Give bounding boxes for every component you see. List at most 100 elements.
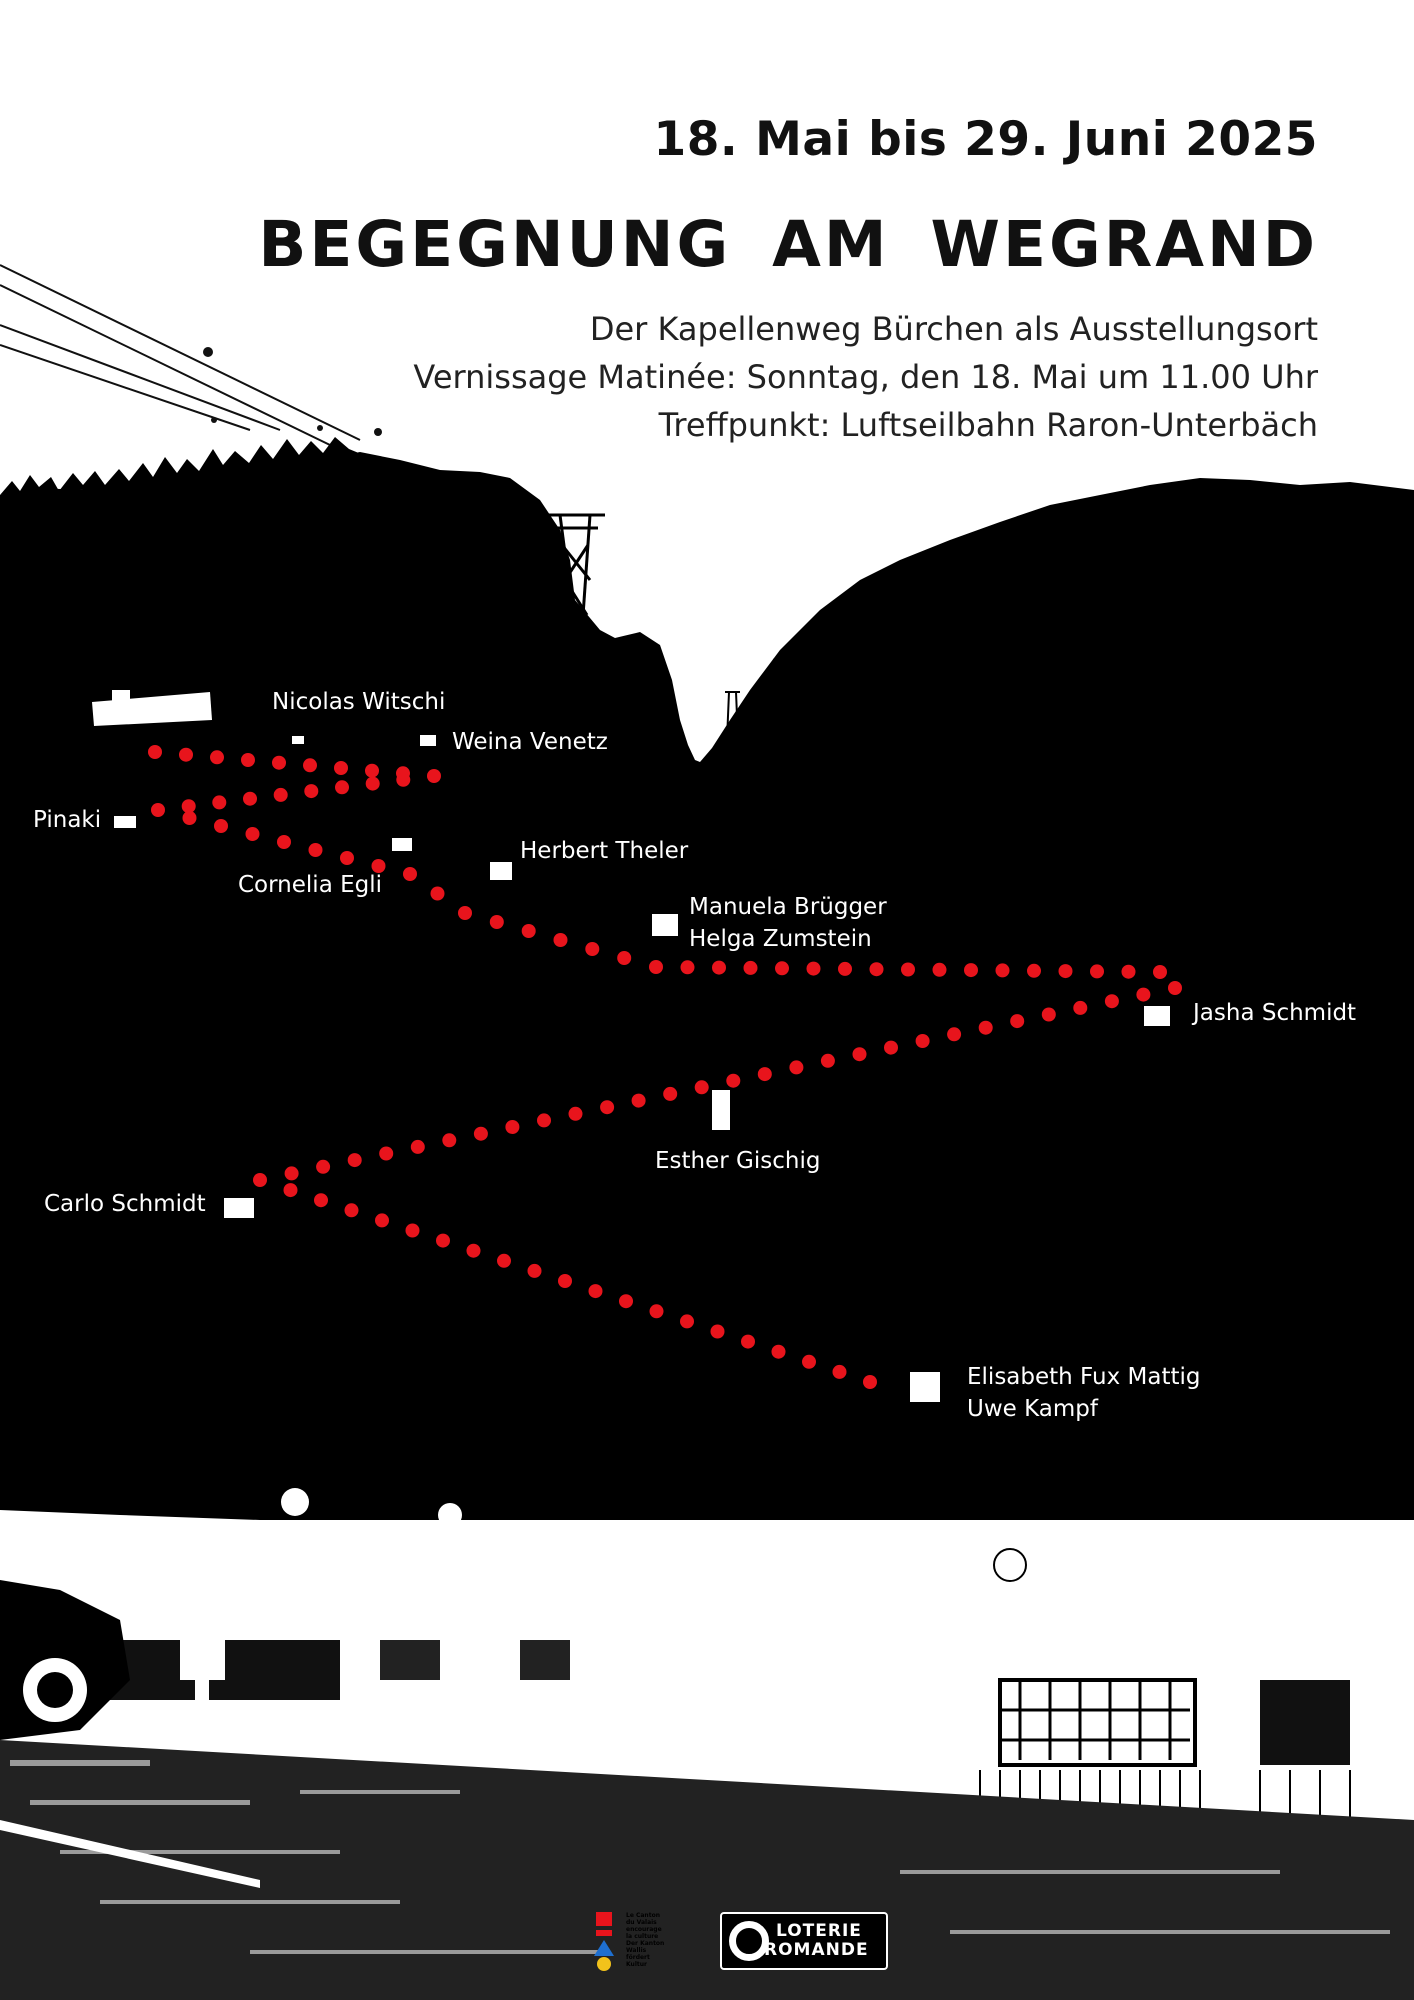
trail-dot xyxy=(869,962,884,977)
trail-path xyxy=(148,745,1182,1389)
trail-dot xyxy=(179,747,193,762)
trail-dot xyxy=(182,811,197,825)
chapel-markers xyxy=(92,690,1170,1402)
trail-dot xyxy=(316,1159,331,1174)
tree-ridge xyxy=(0,437,1414,720)
trail-dot xyxy=(489,915,504,929)
trail-dot xyxy=(775,961,789,976)
trail-dot xyxy=(710,1324,725,1339)
trail-dot xyxy=(212,795,227,810)
artist-label: Manuela Brügger xyxy=(689,894,887,920)
trail-dot xyxy=(375,1213,389,1228)
hill-silhouette xyxy=(0,452,1414,1520)
trail-dot xyxy=(802,1354,816,1369)
trail-dot xyxy=(308,843,323,857)
village-foreground xyxy=(0,1488,1414,2000)
artist-label: Cornelia Egli xyxy=(238,872,383,898)
trail-dot xyxy=(995,963,1010,978)
artist-label: Pinaki xyxy=(33,807,102,833)
trail-dot xyxy=(466,1243,481,1258)
trail-dot xyxy=(553,933,568,947)
trail-dot xyxy=(568,1106,583,1121)
trail-dot xyxy=(314,1193,328,1208)
artist-label: Jasha Schmidt xyxy=(1193,1000,1357,1026)
trail-dot xyxy=(588,1284,603,1299)
trail-dot xyxy=(214,819,228,833)
trail-dot xyxy=(619,1294,633,1309)
trail-dot xyxy=(458,906,472,920)
canton-emblem-icon xyxy=(594,1912,614,1971)
trail-dot xyxy=(694,1080,709,1095)
trail-dot xyxy=(403,867,417,881)
trail-dot xyxy=(712,960,726,975)
trail-dot xyxy=(743,960,758,975)
trail-dot xyxy=(340,851,354,865)
trail-dot xyxy=(245,827,260,841)
trail-dot xyxy=(505,1120,520,1134)
trail-dot xyxy=(600,1100,615,1115)
trail-dot xyxy=(521,924,536,938)
trail-dot xyxy=(915,1034,930,1048)
trail-dot xyxy=(884,1040,898,1055)
trail-dot xyxy=(901,962,915,977)
trail-dot xyxy=(335,780,349,795)
trail-dot xyxy=(473,1126,488,1141)
trail-dot xyxy=(365,776,380,791)
artist-label: Uwe Kampf xyxy=(967,1396,1098,1422)
trail-dot xyxy=(820,1053,835,1068)
trail-dot xyxy=(617,951,632,965)
trail-dot xyxy=(1136,987,1151,1002)
trail-dot xyxy=(757,1067,772,1082)
cable-lines xyxy=(0,264,361,446)
trail-dot xyxy=(537,1113,551,1128)
trail-dot xyxy=(1104,994,1119,1009)
artist-label: Esther Gischig xyxy=(655,1148,821,1174)
trail-dot xyxy=(789,1060,804,1075)
trail-dot xyxy=(663,1086,678,1101)
trail-dot xyxy=(585,942,600,956)
trail-dot xyxy=(405,1223,420,1238)
trail-dot xyxy=(527,1263,542,1278)
trail-dot xyxy=(371,859,386,873)
trail-dot xyxy=(649,1304,664,1319)
trail-dot xyxy=(344,1203,359,1218)
trail-dot xyxy=(771,1344,786,1359)
trail-dot xyxy=(1041,1007,1056,1022)
trail-dot xyxy=(243,791,257,806)
trail-dot xyxy=(1090,964,1104,979)
trail-dot xyxy=(932,962,947,977)
trail-dot xyxy=(273,787,288,802)
trail-dot xyxy=(726,1073,741,1088)
trail-dot xyxy=(277,835,291,849)
trail-dot xyxy=(497,1253,511,1268)
artist-label: Nicolas Witschi xyxy=(272,689,446,715)
trail-dot xyxy=(1027,963,1041,978)
trail-dot xyxy=(1153,965,1167,979)
trail-dot xyxy=(442,1133,457,1148)
trail-dot xyxy=(1058,964,1073,979)
subtitle-location: Der Kapellenweg Bürchen als Ausstellungs… xyxy=(589,310,1318,348)
trail-dot xyxy=(396,772,411,787)
cable-car-pylon xyxy=(545,513,605,631)
artist-label: Weina Venetz xyxy=(452,729,608,755)
trail-dot xyxy=(1168,981,1182,995)
trail-dot xyxy=(284,1166,299,1181)
trail-dot xyxy=(832,1364,847,1379)
poster-title: BEGEGNUNG AM WEGRAND xyxy=(258,208,1318,281)
trail-dot xyxy=(210,750,224,765)
trail-dot xyxy=(272,755,286,770)
subtitle-meeting-point: Treffpunkt: Luftseilbahn Raron-Unterbäch xyxy=(658,406,1318,444)
trail-dot xyxy=(151,803,165,817)
artist-label: Carlo Schmidt xyxy=(44,1191,206,1217)
trail-dot xyxy=(631,1093,646,1108)
trail-dot xyxy=(430,886,445,901)
trail-dot xyxy=(181,799,196,814)
event-dates: 18. Mai bis 29. Juni 2025 xyxy=(653,112,1318,167)
trail-dot xyxy=(558,1274,572,1288)
trail-dot xyxy=(436,1233,450,1248)
trail-dot xyxy=(283,1183,298,1198)
artist-label: Helga Zumstein xyxy=(689,926,872,952)
trail-dot xyxy=(253,1173,267,1187)
trail-dot xyxy=(838,961,852,976)
